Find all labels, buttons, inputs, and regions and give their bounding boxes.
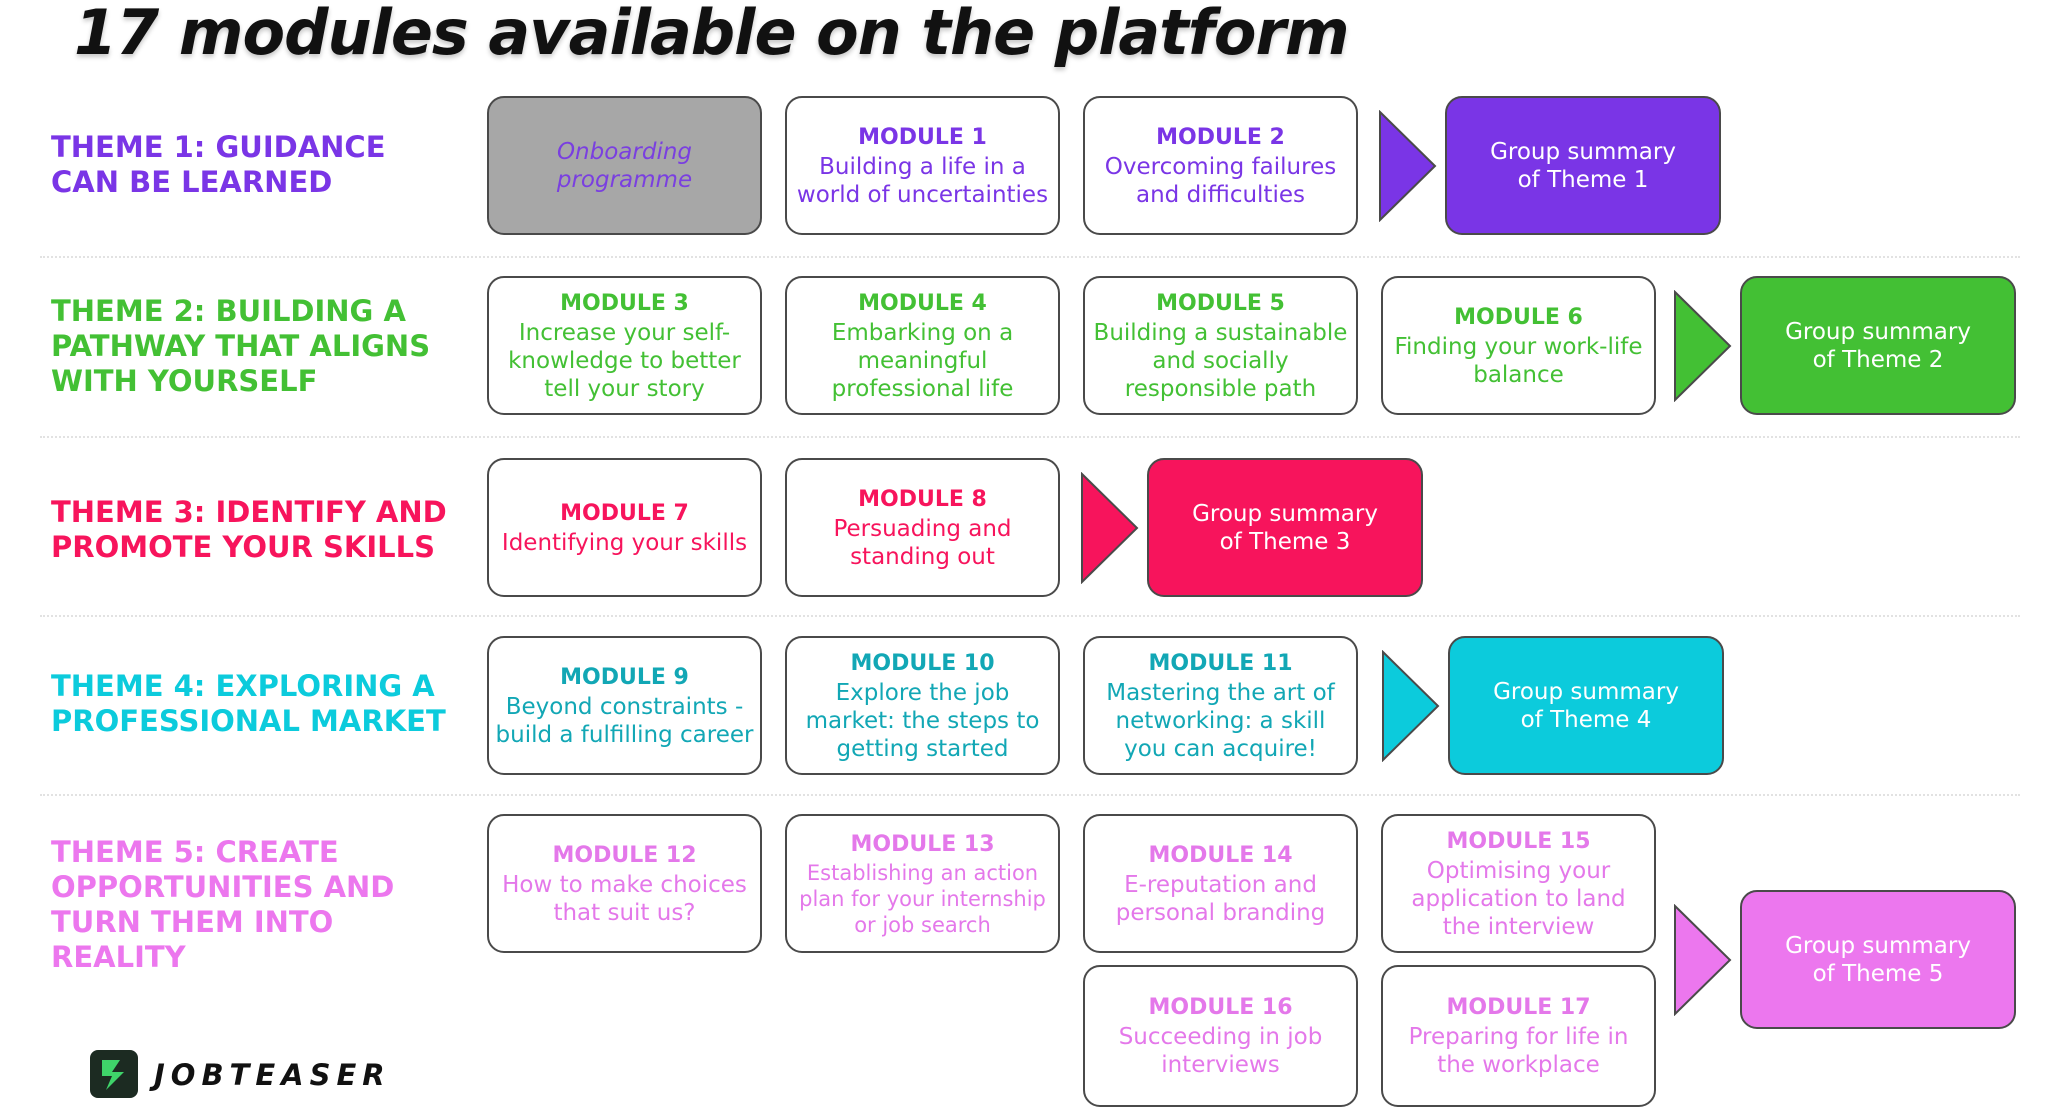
module-description: Embarking on a meaningful professional l… [831, 319, 1014, 402]
theme-1-summary-card[interactable]: Group summary of Theme 1 [1445, 96, 1721, 235]
theme-3-label: THEME 3: IDENTIFY AND PROMOTE YOUR SKILL… [51, 495, 447, 564]
module-title: MODULE 9 [560, 664, 689, 690]
module-title: MODULE 11 [1148, 650, 1293, 676]
module-description: Overcoming failures and difficulties [1104, 153, 1337, 208]
module-6-card[interactable]: MODULE 6 Finding your work-life balance [1381, 276, 1656, 415]
module-description: Identifying your skills [501, 529, 748, 556]
module-title: MODULE 5 [1156, 290, 1285, 316]
theme-5-summary-card[interactable]: Group summary of Theme 5 [1740, 890, 2016, 1029]
row-separator [40, 436, 2020, 438]
module-description: Building a sustainable and socially resp… [1093, 319, 1348, 402]
module-title: MODULE 1 [858, 124, 987, 150]
arrow-right-icon [1379, 110, 1437, 222]
module-13-card[interactable]: MODULE 13 Establishing an action plan fo… [785, 814, 1060, 953]
row-separator [40, 256, 2020, 258]
arrow-right-icon [1674, 904, 1732, 1016]
theme-5-label: THEME 5: CREATE OPPORTUNITIES AND TURN T… [51, 835, 395, 974]
jobteaser-logo-text: JOBTEASER [154, 1058, 391, 1092]
module-description: How to make choices that suit us? [502, 871, 747, 926]
row-separator [40, 615, 2020, 617]
jobteaser-logo-icon [90, 1050, 138, 1098]
module-description: Increase your self-knowledge to better t… [508, 319, 741, 402]
module-12-card[interactable]: MODULE 12 How to make choices that suit … [487, 814, 762, 953]
module-9-card[interactable]: MODULE 9 Beyond constraints - build a fu… [487, 636, 762, 775]
theme-2-summary-card[interactable]: Group summary of Theme 2 [1740, 276, 2016, 415]
page-title: 17 modules available on the platform [74, 0, 1350, 69]
module-description: Building a life in a world of uncertaint… [796, 153, 1049, 208]
module-title: MODULE 8 [858, 486, 987, 512]
module-description: Preparing for life in the workplace [1408, 1024, 1629, 1078]
module-title: MODULE 17 [1446, 995, 1591, 1020]
module-title: MODULE 6 [1454, 304, 1583, 330]
module-17-card[interactable]: MODULE 17 Preparing for life in the work… [1381, 965, 1656, 1107]
onboarding-programme-card[interactable]: Onboarding programme [487, 96, 762, 235]
arrow-right-icon [1081, 472, 1139, 584]
theme-4-summary-card[interactable]: Group summary of Theme 4 [1448, 636, 1724, 775]
module-1-card[interactable]: MODULE 1 Building a life in a world of u… [785, 96, 1060, 235]
module-description: Beyond constraints - build a fulfilling … [495, 693, 754, 748]
module-description: Explore the job market: the steps to get… [805, 679, 1040, 762]
module-2-card[interactable]: MODULE 2 Overcoming failures and difficu… [1083, 96, 1358, 235]
module-title: MODULE 16 [1148, 995, 1293, 1020]
module-description: Establishing an action plan for your int… [799, 860, 1046, 937]
module-description: Persuading and standing out [833, 515, 1012, 570]
module-10-card[interactable]: MODULE 10 Explore the job market: the st… [785, 636, 1060, 775]
module-title: MODULE 10 [850, 650, 995, 676]
arrow-right-icon [1674, 290, 1732, 402]
module-description: Finding your work-life balance [1394, 333, 1643, 388]
module-4-card[interactable]: MODULE 4 Embarking on a meaningful profe… [785, 276, 1060, 415]
module-description: Optimising your application to land the … [1411, 857, 1626, 940]
module-15-card[interactable]: MODULE 15 Optimising your application to… [1381, 814, 1656, 953]
module-description: Succeeding in job interviews [1118, 1024, 1323, 1078]
theme-4-label: THEME 4: EXPLORING A PROFESSIONAL MARKET [51, 669, 446, 738]
module-title: MODULE 14 [1148, 842, 1293, 868]
module-16-card[interactable]: MODULE 16 Succeeding in job interviews [1083, 965, 1358, 1107]
theme-1-label: THEME 1: GUIDANCE CAN BE LEARNED [51, 130, 386, 199]
module-title: MODULE 15 [1446, 828, 1591, 854]
arrow-right-icon [1382, 650, 1440, 762]
module-title: MODULE 13 [850, 831, 995, 857]
row-separator [40, 794, 2020, 796]
module-3-card[interactable]: MODULE 3 Increase your self-knowledge to… [487, 276, 762, 415]
module-8-card[interactable]: MODULE 8 Persuading and standing out [785, 458, 1060, 597]
module-14-card[interactable]: MODULE 14 E-reputation and personal bran… [1083, 814, 1358, 953]
theme-3-summary-card[interactable]: Group summary of Theme 3 [1147, 458, 1423, 597]
module-11-card[interactable]: MODULE 11 Mastering the art of networkin… [1083, 636, 1358, 775]
module-title: MODULE 12 [552, 842, 697, 868]
onboarding-label: Onboarding programme [556, 138, 693, 193]
module-description: Mastering the art of networking: a skill… [1106, 679, 1335, 762]
module-title: MODULE 3 [560, 290, 689, 316]
module-title: MODULE 7 [560, 500, 689, 526]
module-5-card[interactable]: MODULE 5 Building a sustainable and soci… [1083, 276, 1358, 415]
module-description: E-reputation and personal branding [1115, 871, 1326, 926]
module-7-card[interactable]: MODULE 7 Identifying your skills [487, 458, 762, 597]
module-title: MODULE 2 [1156, 124, 1285, 150]
theme-2-label: THEME 2: BUILDING A PATHWAY THAT ALIGNS … [51, 293, 431, 398]
module-title: MODULE 4 [858, 290, 987, 316]
